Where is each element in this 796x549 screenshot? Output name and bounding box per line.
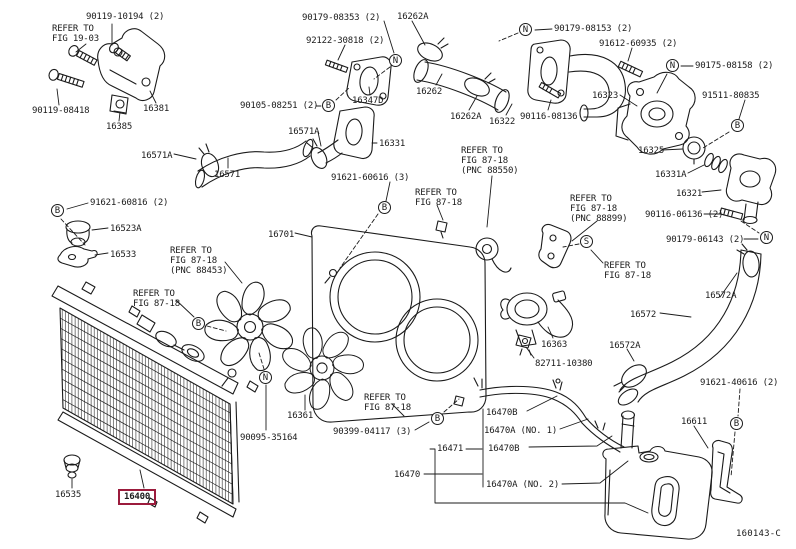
refer-note: REFER TO FIG 87-18 xyxy=(133,289,180,310)
gasket-drawing xyxy=(324,56,392,106)
part-label[interactable]: 90105-08251 (2) xyxy=(240,101,319,111)
part-label[interactable]: 91511-80835 xyxy=(702,91,760,101)
fastener-symbol-b: B xyxy=(192,317,205,330)
part-label[interactable]: 91612-60935 (2) xyxy=(599,39,678,49)
part-label[interactable]: 16331A xyxy=(655,170,687,180)
part-label[interactable]: 90179-08353 (2) xyxy=(302,13,381,23)
part-label[interactable]: 90116-06136 (2) xyxy=(645,210,724,220)
fastener-symbol-n: N xyxy=(666,59,679,72)
fastener-symbol-n: N xyxy=(519,23,532,36)
part-label[interactable]: 90116-08136 xyxy=(520,112,578,122)
part-label[interactable]: 16701 xyxy=(268,230,295,240)
fastener-symbol-n: N xyxy=(389,54,402,67)
cap-and-bracket-drawing xyxy=(57,220,98,268)
part-label[interactable]: 16571A xyxy=(288,127,320,137)
part-label[interactable]: 90175-08158 (2) xyxy=(695,61,774,71)
bracket-drawing xyxy=(435,220,572,269)
part-label[interactable]: 90179-06143 (2) xyxy=(666,235,745,245)
part-label[interactable]: 16381 xyxy=(143,104,170,114)
highlighted-part-label[interactable]: 16400 xyxy=(118,489,157,506)
part-label[interactable]: 16331 xyxy=(379,139,406,149)
dashed-connectors xyxy=(60,32,760,478)
bypass-hose-drawing xyxy=(413,37,510,113)
part-label[interactable]: 16262A xyxy=(397,12,429,22)
tank-bracket-drawing xyxy=(710,439,743,504)
upper-hose-drawing xyxy=(194,138,314,189)
part-label[interactable]: 16572A xyxy=(705,291,737,301)
water-inlet-drawing xyxy=(719,153,777,225)
fastener-symbol-b: B xyxy=(322,99,335,112)
fastener-symbol-b: B xyxy=(731,119,744,132)
refer-note: REFER TO FIG 87-18 (PNC 88550) xyxy=(461,146,519,177)
part-label[interactable]: 16323 xyxy=(592,91,619,101)
part-label[interactable]: 16471 xyxy=(437,444,464,454)
fastener-symbol-b: B xyxy=(730,417,743,430)
part-label[interactable]: 16347D xyxy=(352,96,384,106)
part-label[interactable]: 92122-30818 (2) xyxy=(306,36,385,46)
part-label[interactable]: 16611 xyxy=(681,417,708,427)
refer-note: REFER TO FIG 87-18 (PNC 88453) xyxy=(170,246,228,277)
fastener-symbol-b: B xyxy=(51,204,64,217)
part-label[interactable]: 16535 xyxy=(55,490,82,500)
fastener-symbol-b: B xyxy=(378,201,391,214)
refer-note: REFER TO FIG 19-03 xyxy=(52,24,99,45)
refer-note: REFER TO FIG 87-18 (PNC 88899) xyxy=(570,194,628,225)
part-label[interactable]: 90399-04117 (3) xyxy=(333,427,412,437)
part-label[interactable]: 16533 xyxy=(110,250,137,260)
part-label[interactable]: 16523A xyxy=(110,224,142,234)
radiator-drawing xyxy=(51,281,259,524)
part-label[interactable]: 16470B xyxy=(488,444,520,454)
lower-hose-drawing xyxy=(613,243,762,406)
refer-note: REFER TO FIG 87-18 xyxy=(415,188,462,209)
fan-motor-drawing xyxy=(500,290,574,356)
refer-note: REFER TO FIG 87-18 xyxy=(604,261,651,282)
diagram-code: 160143-C xyxy=(736,529,781,539)
fan-blade-drawing xyxy=(279,324,366,410)
part-label[interactable]: 90179-08153 (2) xyxy=(554,24,633,34)
part-label[interactable]: 16470B xyxy=(486,408,518,418)
part-label[interactable]: 82711-10380 xyxy=(535,359,593,369)
fastener-symbol-s: S xyxy=(580,235,593,248)
part-label[interactable]: 16361 xyxy=(287,411,314,421)
part-label[interactable]: 16262A xyxy=(450,112,482,122)
part-label[interactable]: 16385 xyxy=(106,122,133,132)
part-label[interactable]: 16571A xyxy=(141,151,173,161)
part-label[interactable]: 91621-60616 (3) xyxy=(331,173,410,183)
thermostat-drawing xyxy=(682,136,728,174)
refer-note: REFER TO FIG 87-18 xyxy=(364,393,411,414)
leader-lines xyxy=(56,20,759,514)
fan-shroud-drawing xyxy=(310,225,487,423)
part-label[interactable]: 90119-10194 (2) xyxy=(86,12,165,22)
part-label[interactable]: 16571 xyxy=(214,170,241,180)
part-label[interactable]: 16262 xyxy=(416,87,443,97)
part-label[interactable]: 90119-08418 xyxy=(32,106,90,116)
fan-blade-drawing xyxy=(202,281,296,374)
part-label[interactable]: 16321 xyxy=(676,189,703,199)
sensor-drawing xyxy=(475,237,512,273)
part-label[interactable]: 90095-35164 xyxy=(240,433,298,443)
drain-plug-drawing xyxy=(63,454,81,479)
part-label[interactable]: 16572A xyxy=(609,341,641,351)
part-label[interactable]: 16470A (NO. 2) xyxy=(486,480,560,490)
fastener-symbol-n: N xyxy=(760,231,773,244)
part-label[interactable]: 91621-40616 (2) xyxy=(700,378,779,388)
part-label[interactable]: 16470A (NO. 1) xyxy=(484,426,558,436)
reserve-tank-drawing xyxy=(602,410,713,540)
fastener-symbol-n: N xyxy=(259,371,272,384)
part-label[interactable]: 16363 xyxy=(541,340,568,350)
part-label[interactable]: 16470 xyxy=(394,470,421,480)
part-label[interactable]: 91621-60816 (2) xyxy=(90,198,169,208)
part-label[interactable]: 16572 xyxy=(630,310,657,320)
fastener-symbol-b: B xyxy=(431,412,444,425)
part-label[interactable]: 16325 xyxy=(638,146,665,156)
part-label[interactable]: 16322 xyxy=(489,117,516,127)
outlet-pipe-drawing xyxy=(527,39,626,122)
thermostat-housing-drawing xyxy=(615,60,696,155)
